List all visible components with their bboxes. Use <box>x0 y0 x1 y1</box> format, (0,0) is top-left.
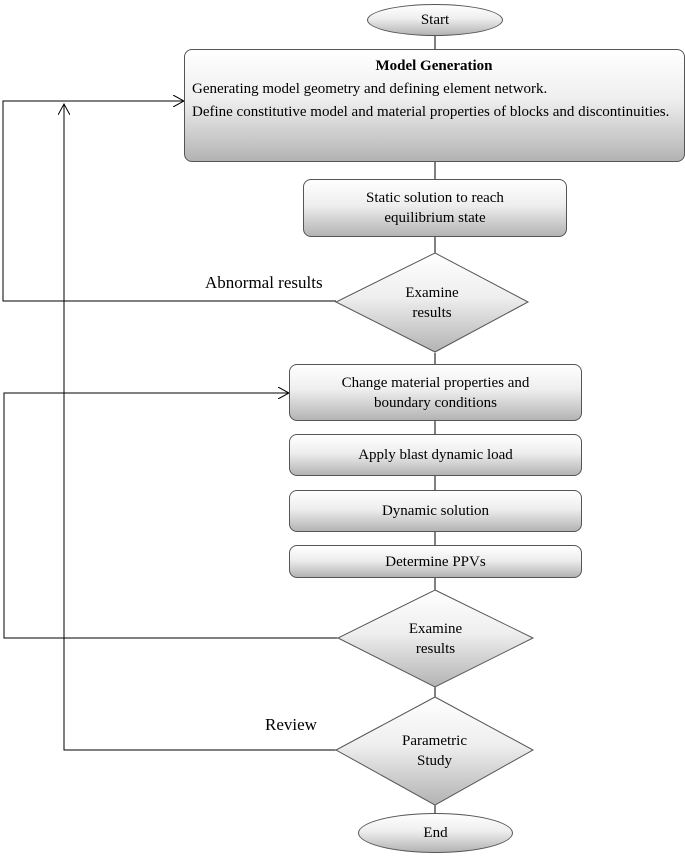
model-generation-line-2: Define constitutive model and material p… <box>192 104 670 120</box>
parametric-study-text: Parametric Study <box>336 697 533 805</box>
parametric-study-diamond <box>334 696 535 806</box>
static-solution-line-2: equilibrium state <box>384 210 486 226</box>
model-generation-title: Model Generation <box>375 58 493 74</box>
change-properties-line-1: Change material properties and <box>341 374 530 391</box>
static-solution-box: Static solution to reach equilibrium sta… <box>303 179 567 237</box>
loop-abnormal-results <box>2 101 336 302</box>
change-properties-line-2: boundary conditions <box>374 394 497 411</box>
start-node: Start <box>367 4 503 36</box>
examine-results-diamond-2 <box>336 589 535 688</box>
parametric-study-line-1: Parametric <box>402 733 467 749</box>
model-generation-line-1: Generating model geometry and defining e… <box>192 81 548 97</box>
end-label: End <box>423 825 448 841</box>
loop-review <box>64 104 336 751</box>
static-solution-line-1: Static solution to reach <box>366 190 504 206</box>
dynamic-solution-box: Dynamic solution <box>289 490 582 532</box>
apply-blast-label: Apply blast dynamic load <box>358 447 513 463</box>
examine-results-2-text: Examine results <box>338 590 533 687</box>
review-label: Review <box>265 715 317 734</box>
parametric-study-line-2: Study <box>416 753 452 769</box>
examine-results-1-text: Examine results <box>336 253 528 352</box>
apply-blast-box: Apply blast dynamic load <box>289 434 582 476</box>
examine-results-1-line-2: results <box>412 304 452 321</box>
examine-results-diamond-1 <box>334 252 530 353</box>
determine-ppvs-box: Determine PPVs <box>289 545 582 578</box>
examine-results-2-line-2: results <box>415 640 456 657</box>
determine-ppvs-label: Determine PPVs <box>385 553 486 570</box>
examine-results-1-line-1: Examine <box>405 284 459 301</box>
dynamic-solution-label: Dynamic solution <box>381 503 490 519</box>
model-generation-box: Model Generation Generating model geomet… <box>184 49 685 162</box>
examine-results-2-line-1: Examine <box>408 620 463 637</box>
start-label: Start <box>420 12 450 28</box>
loop-examine2-change <box>3 393 338 639</box>
abnormal-results-label: Abnormal results <box>205 273 323 292</box>
change-properties-box: Change material properties and boundary … <box>289 364 582 421</box>
end-node: End <box>358 813 513 853</box>
